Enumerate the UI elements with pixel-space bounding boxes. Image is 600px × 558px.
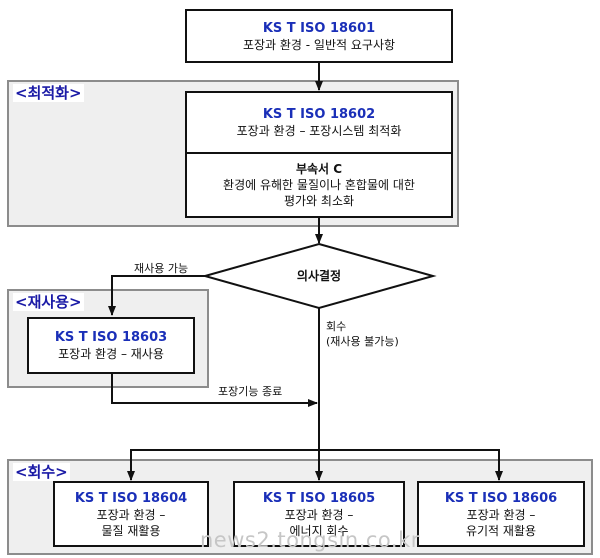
standard-18605-box: KS T ISO 18605 포장과 환경 – 에너지 회수 bbox=[233, 481, 405, 547]
standard-18604-line2: 물질 재활용 bbox=[101, 523, 161, 538]
edge-decision-to-reuse bbox=[108, 275, 205, 316]
standard-18605-code: KS T ISO 18605 bbox=[262, 490, 376, 506]
annex-c-text-line2: 평가와 최소화 bbox=[283, 194, 355, 209]
packaging-end-label: 포장기능 종료 bbox=[218, 385, 283, 398]
standard-18606-code: KS T ISO 18606 bbox=[444, 490, 558, 506]
standard-18602-code: KS T ISO 18602 bbox=[262, 107, 376, 123]
reuse-possible-label: 재사용 가능 bbox=[134, 262, 189, 275]
decision-label: 의사결정 bbox=[296, 269, 342, 283]
annex-c-text-line1: 환경에 유해한 물질이나 혼합물에 대한 bbox=[223, 178, 415, 193]
reuse-label: <재사용> bbox=[13, 293, 84, 311]
standard-18601-code: KS T ISO 18601 bbox=[262, 20, 376, 36]
standard-18606-box: KS T ISO 18606 포장과 환경 – 유기적 재활용 bbox=[417, 481, 585, 547]
standard-18601-title: 포장과 환경 - 일반적 요구사항 bbox=[242, 37, 396, 52]
optimization-label: <최적화> bbox=[13, 84, 84, 102]
standard-18602-title: 포장과 환경 – 포장시스템 최적화 bbox=[236, 124, 402, 139]
annex-c-title: 부속서 C bbox=[295, 162, 343, 177]
standard-18604-line1: 포장과 환경 – bbox=[96, 507, 166, 522]
recovery-edge-label: 회수 bbox=[326, 320, 347, 333]
standard-18605-line1: 포장과 환경 – bbox=[284, 507, 354, 522]
standard-18602-box: KS T ISO 18602 포장과 환경 – 포장시스템 최적화 부속서 C … bbox=[185, 91, 453, 218]
standard-18604-code: KS T ISO 18604 bbox=[74, 490, 188, 506]
edge-reuse-to-trunk bbox=[111, 374, 318, 407]
standard-18604-box: KS T ISO 18604 포장과 환경 – 물질 재활용 bbox=[53, 481, 209, 547]
standard-18606-line2: 유기적 재활용 bbox=[465, 523, 537, 538]
standard-18605-line2: 에너지 회수 bbox=[289, 523, 349, 538]
watermark-text: news2.tongsin.co.kr bbox=[200, 528, 420, 552]
recovery-label: <회수> bbox=[13, 463, 70, 481]
standard-18603-box: KS T ISO 18603 포장과 환경 – 재사용 bbox=[27, 317, 195, 374]
annex-c-section: 부속서 C 환경에 유해한 물질이나 혼합물에 대한 평가와 최소화 bbox=[187, 152, 451, 216]
recovery-edge-note: (재사용 불가능) bbox=[326, 335, 399, 348]
standard-18603-title: 포장과 환경 – 재사용 bbox=[58, 347, 164, 361]
standard-18601-box: KS T ISO 18601 포장과 환경 - 일반적 요구사항 bbox=[185, 9, 453, 63]
standard-18602-header: KS T ISO 18602 포장과 환경 – 포장시스템 최적화 bbox=[237, 93, 402, 152]
standard-18603-code: KS T ISO 18603 bbox=[54, 330, 168, 345]
standard-18606-line1: 포장과 환경 – bbox=[466, 507, 536, 522]
